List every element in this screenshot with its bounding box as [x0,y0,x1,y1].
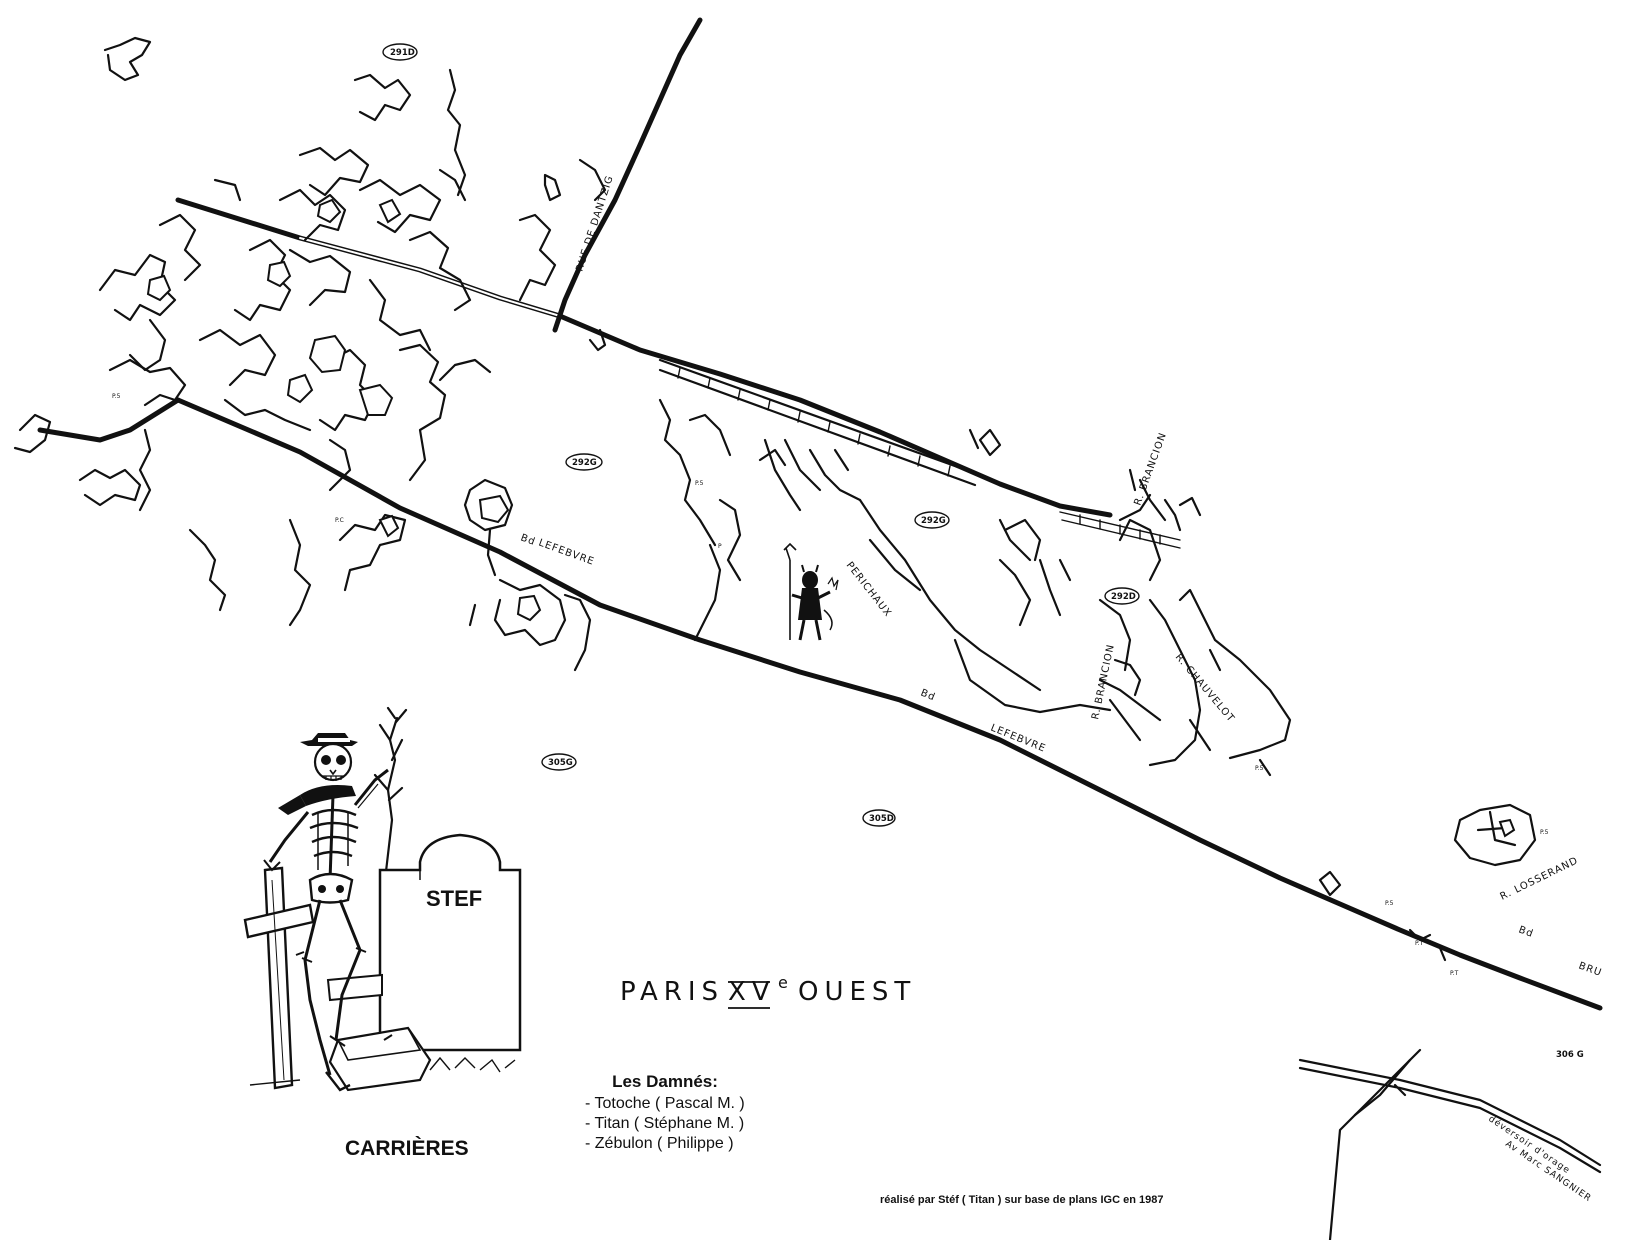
svg-text:P.T: P.T [1415,940,1424,947]
svg-text:305G: 305G [548,758,573,768]
street-label-deversoir: déversoir d'orage [1486,1113,1572,1176]
street-label-bd-upper: Bd [519,532,537,548]
plan-ref-305d: 305D [862,809,896,827]
main-roads [37,17,1603,1011]
tombstone-name: STEF [426,886,482,911]
cross-icon [243,866,315,1090]
svg-text:P: P [718,543,722,550]
upper-main-gallery-inner [299,237,561,317]
street-label-chauvelot: R. CHAUVELOT [1173,652,1237,725]
svg-text:P.5: P.5 [112,393,121,400]
plan-ref-292g-left: 292G [565,453,603,471]
bd-lefebvre-gallery [175,397,1603,1011]
skeleton-illustration: STEF [243,706,522,1160]
plan-ref-291d: 291D [382,43,418,61]
ladder-section [658,358,1181,549]
credit-member-3: - Zébulon ( Philippe ) [585,1135,734,1152]
svg-text:292G: 292G [572,458,597,468]
map-title: PARIS XV e OUEST [620,973,916,1009]
svg-text:P.T: P.T [1450,970,1459,977]
left-quarry-network [13,36,607,672]
street-label-sangnier: Av Marc SANGNIER [1503,1139,1593,1204]
credits-block: Les Damnés: - Totoche ( Pascal M. ) - Ti… [585,1072,815,1154]
street-label-perichaux: PERICHAUX [844,560,894,619]
svg-text:P.5: P.5 [1385,900,1394,907]
svg-text:P.C: P.C [335,517,344,524]
street-label-bd-lower: Bd [919,688,937,704]
title-suffix: OUEST [798,977,916,1007]
title-prefix: PARIS [620,977,724,1007]
svg-text:291D: 291D [390,48,415,58]
svg-text:292D: 292D [1111,592,1136,602]
plan-ref-292g-right: 292G [914,511,950,529]
svg-text:305D: 305D [869,814,894,824]
rue-dantzig-gallery [552,17,703,333]
dead-tree-icon [373,706,408,882]
plan-ref-306g: 306 G [1556,1050,1584,1060]
street-labels: RUE DE DANTZIG Bd LEFEBVRE PERICHAUX R. … [519,174,1603,1204]
plan-ref-292d: 292D [1104,587,1140,605]
street-label-bd-brune: Bd [1517,924,1535,940]
skeleton-icon [263,733,389,1092]
svg-text:292G: 292G [921,516,946,526]
made-by-note: réalisé par Stéf ( Titan ) sur base de p… [880,1194,1164,1206]
svg-text:P.5: P.5 [695,480,704,487]
left-spur-gallery [37,397,181,443]
svg-text:P.5: P.5 [1255,765,1264,772]
central-right-network [658,398,1602,1240]
credit-member-1: - Totoche ( Pascal M. ) [585,1095,745,1112]
devil-icon [783,542,839,641]
street-label-lefebvre-upper: LEFEBVRE [537,537,596,567]
footer-title: CARRIÈRES [345,1137,469,1160]
tombstone-icon: STEF [378,833,522,1073]
tiny-notes: P.5 P.C P.5 P P.5 P.5 P.T P.T P.5 [112,393,1549,977]
plan-ref-305g: 305G [541,753,577,771]
svg-text:P.5: P.5 [1540,829,1549,836]
street-label-brune: BRU [1577,960,1603,979]
title-superscript: e [778,973,788,992]
street-label-dantzig: RUE DE DANTZIG [574,174,616,273]
plan-refs: 291D 292G 292G 292D 305G 305D 30 [382,43,1584,1060]
credit-member-2: - Titan ( Stéphane M. ) [585,1115,745,1132]
credits-heading: Les Damnés: [612,1072,718,1091]
